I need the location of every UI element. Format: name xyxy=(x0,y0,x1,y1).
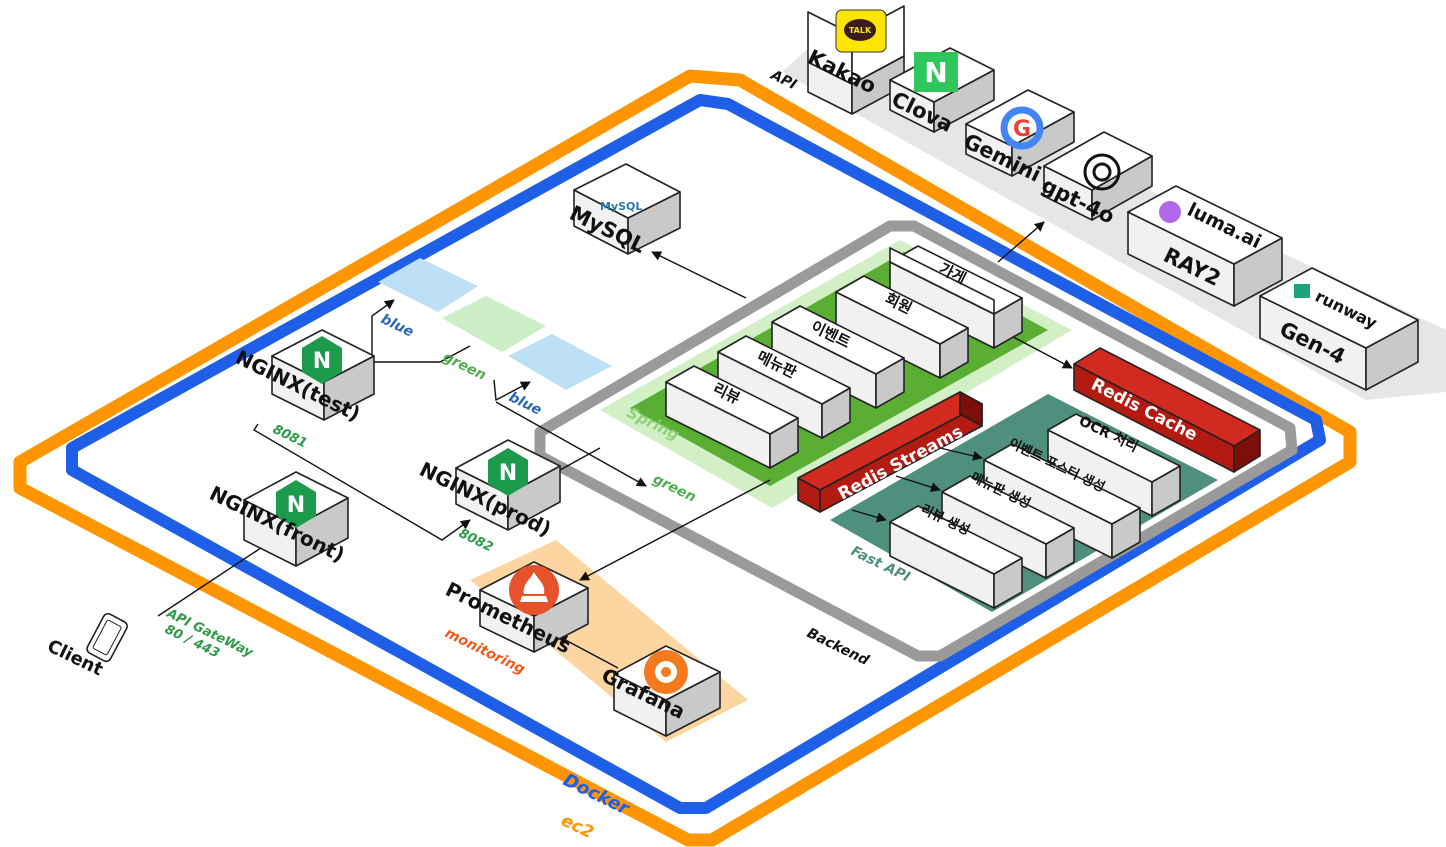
nginx-test-to-blue-arrow xyxy=(371,299,395,362)
spring-module-member xyxy=(835,275,969,379)
mysql-box xyxy=(573,163,681,255)
clova-logo-text: N xyxy=(924,56,947,89)
prometheus-logo xyxy=(509,565,559,615)
google-logo: G xyxy=(1000,106,1044,150)
clova-logo: N xyxy=(914,52,958,92)
redis-streams-to-menu-arrow xyxy=(895,475,941,493)
connectors xyxy=(157,221,1073,669)
nginx-prod-to-blue-arrow xyxy=(493,379,531,402)
spring-to-mysql-arrow xyxy=(651,251,747,299)
spring-module-event xyxy=(771,305,905,409)
spring-module-review xyxy=(665,365,799,469)
nginx-prod-to-spring-line xyxy=(559,447,601,471)
redis-streams-box xyxy=(797,391,983,513)
redis-cache-box xyxy=(1073,347,1261,473)
openai-logo xyxy=(1083,153,1121,191)
grafana-to-prometheus-arrow xyxy=(557,635,619,669)
green-label-1: green xyxy=(440,349,488,384)
ec2-frame xyxy=(13,69,1357,847)
svg-text:N: N xyxy=(287,493,305,518)
fastapi-module-review xyxy=(889,505,1023,609)
docker-frame xyxy=(66,94,1326,814)
nginx-test-to-green-line xyxy=(372,345,471,363)
green-slot-1 xyxy=(442,296,546,352)
svg-text:N: N xyxy=(313,349,331,374)
redis-streams-to-poster-arrow xyxy=(939,447,983,461)
svg-text:N: N xyxy=(499,461,517,486)
nginx-prod-logo: N xyxy=(488,448,528,496)
port-test-label: 8081 xyxy=(270,422,309,451)
green-label-2: green xyxy=(650,471,698,506)
mysql-logo: MySQL xyxy=(600,200,642,213)
nginx-test-to-nginx-prod-line xyxy=(253,423,471,541)
blue-label-2: blue xyxy=(506,389,544,418)
backend-frame xyxy=(534,220,1298,662)
kakao-logo-text: TALK xyxy=(849,26,872,35)
redis-streams-to-review-arrow xyxy=(851,509,887,523)
grafana-logo xyxy=(644,650,688,694)
blue-to-spring-arrow xyxy=(495,401,647,487)
port-prod-label: 8082 xyxy=(456,526,495,555)
spring-to-prometheus-arrow xyxy=(579,479,771,581)
blue-label-1: blue xyxy=(378,311,416,340)
ec2-label: ec2 xyxy=(558,811,597,844)
kakao-logo: TALK xyxy=(835,9,887,53)
spring-to-gpt-arrow xyxy=(997,221,1045,263)
gemini-api-box xyxy=(965,89,1075,177)
client-phone-icon xyxy=(86,612,128,663)
spring-module-store xyxy=(889,245,1023,349)
gemini-logo-text: G xyxy=(1013,117,1031,142)
nginx-test-logo: N xyxy=(302,336,342,384)
blue-slot-2 xyxy=(508,334,612,390)
nginx-front-logo: N xyxy=(276,480,316,528)
blue-slot-1 xyxy=(378,258,478,312)
fastapi-module-ocr xyxy=(1047,413,1181,517)
gpt-api-box xyxy=(1043,131,1153,221)
